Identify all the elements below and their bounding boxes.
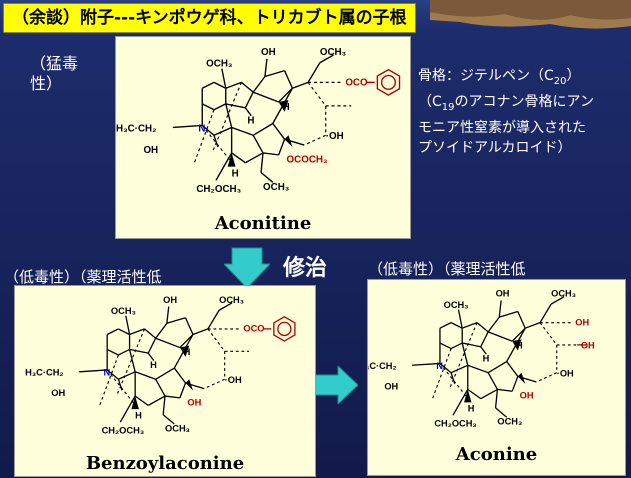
nitrogen-label: N (103, 368, 110, 378)
ch2och3-label: CH₂OCH₃ (196, 184, 241, 195)
aconitine-box: OCH₃ OH OCH₃ H H H N H₃C·CH₂ OH OCH₃ CH₂OCH₃ ·OH OCO… (115, 36, 411, 239)
h-label: H (483, 354, 490, 364)
och3-label: OCH₃ (206, 59, 232, 70)
oh-label: OH (51, 388, 65, 398)
oh-label: ·OH (326, 131, 344, 142)
och3-label: OCH₃ (551, 289, 576, 299)
h-label: H (232, 168, 239, 179)
oh-label: OH (384, 381, 398, 391)
c14-ester-label: OCO (345, 77, 368, 88)
och3-label: OCH₃ (497, 417, 522, 427)
h-label: H (283, 102, 290, 113)
och3-label: OCH₃ (111, 306, 136, 316)
c8-substituent-label: OH (520, 391, 534, 401)
h-label: H (135, 410, 142, 420)
h-label: H (150, 360, 157, 370)
benzene-ring (376, 68, 401, 96)
c13-hydroxyl-label: OH (581, 341, 595, 351)
benzoylaconine-name: Benzoylaconine (85, 453, 245, 474)
skeleton-note-line1: 骨格：ジテルペン（C20） (418, 68, 581, 87)
oh-label: OH (143, 145, 158, 156)
oh-label: OH (261, 47, 276, 58)
aconine-box: OCH₃ OH OCH₃ H H H N H₃C·CH₂ OH OCH₃ CH₂OCH₃ ·OH OH O… (358, 279, 626, 476)
skeleton-note-line2: （C19のアコナン骨格にアン (418, 93, 594, 113)
benzoylaconine-structure: OCH₃ OH OCH₃ H H H N H₃C·CH₂ OH OCH₃ CH₂OCH₃ ·OH OCO… (25, 295, 296, 435)
h-label: H (247, 116, 254, 127)
c14-hydroxyl-label: OH (575, 317, 589, 327)
nitrogen-label: N (436, 361, 443, 371)
n-ethyl-label: H₃C·CH₂ (25, 368, 63, 378)
aconine-structure: OCH₃ OH OCH₃ H H H N H₃C·CH₂ OH OCH₃ CH₂OCH₃ ·OH OH O… (358, 289, 595, 429)
skeleton-note: 骨格：ジテルペン（C20） （C19のアコナン骨格にアン モニア性窒素が導入され… (418, 66, 630, 158)
oh-label: OH (163, 295, 177, 305)
oh-label: OH (496, 289, 510, 299)
ch2och3-label: CH₂OCH₃ (102, 425, 145, 435)
c14-ester-label: OCO (243, 324, 264, 334)
benzene-ring (273, 316, 296, 342)
skeleton-note-line3: モニア性窒素が導入された (418, 119, 586, 136)
oh-label: ·OH (225, 375, 242, 385)
h-label: H (184, 347, 191, 357)
h-label: H (516, 341, 523, 351)
n-ethyl-label: H₃C·CH₂ (116, 123, 156, 134)
och3-label: OCH₃ (263, 182, 289, 193)
aconine-name: Aconine (455, 444, 538, 465)
aconitine-name: Aconitine (214, 213, 312, 234)
toxicity-note: （猛毒性） (30, 54, 79, 93)
ch2och3-label: CH₂OCH₃ (434, 418, 476, 428)
aconitine-structure: OCH₃ OH OCH₃ H H H N H₃C·CH₂ OH OCH₃ CH₂OCH₃ ·OH OCO… (116, 47, 401, 195)
nitrogen-label: N (198, 123, 205, 134)
low-toxicity-label-left: （低毒性）（薬理活性低 (4, 268, 162, 286)
n-ethyl-label: H₃C·CH₂ (368, 361, 397, 371)
h-label: H (468, 404, 475, 414)
och3-label: OCH₃ (219, 295, 244, 305)
arrow-right (314, 366, 358, 404)
benzoylaconine-box: OCH₃ OH OCH₃ H H H N H₃C·CH₂ OH OCH₃ CH₂OCH₃ ·OH OCO… (14, 285, 316, 477)
och3-label: OCH₃ (165, 423, 190, 433)
low-toxicity-label-right: （低毒性）（薬理活性低 (368, 260, 526, 278)
skeleton-note-line4: プソイドアルカロイド） (418, 139, 572, 156)
process-label: 修治 (283, 256, 328, 281)
c8-substituent-label: OH (187, 397, 201, 407)
process-arrow-down (224, 247, 270, 288)
c8-substituent-label: OCOCH₃ (287, 155, 328, 166)
slide-title: （余談）附子---キンポウゲ科、トリカブト属の子根 (3, 3, 416, 33)
och3-label: OCH₃ (320, 47, 346, 58)
oh-label: ·OH (557, 368, 574, 378)
och3-label: OCH₃ (444, 300, 469, 310)
